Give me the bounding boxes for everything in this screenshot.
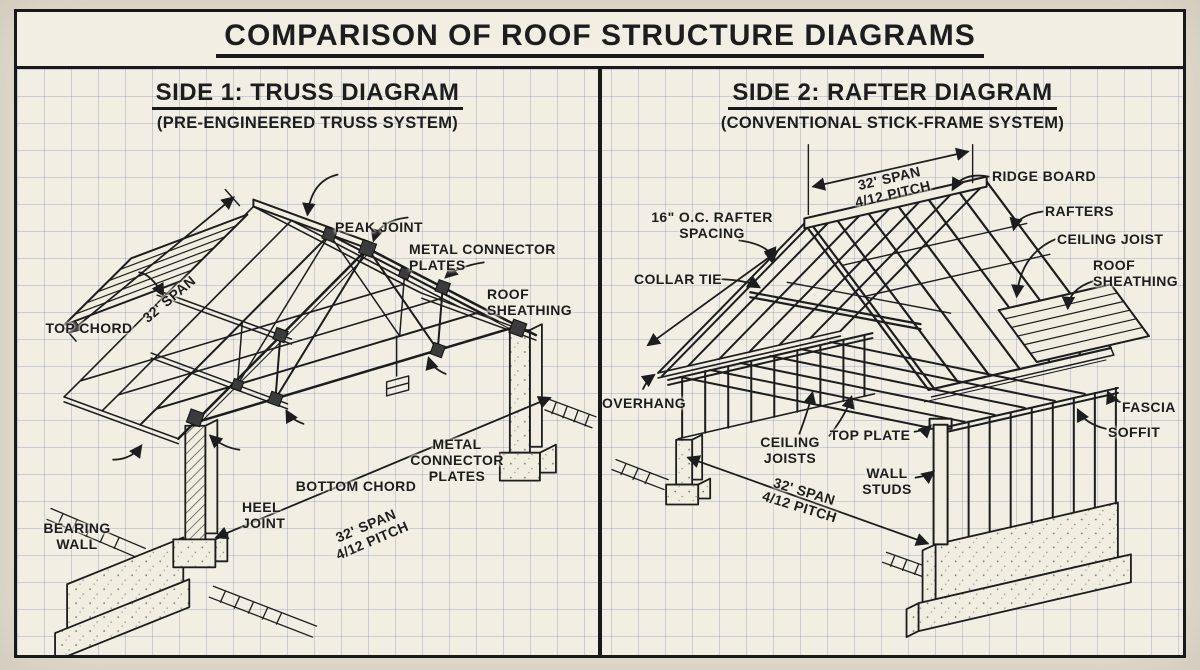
title-band: COMPARISON OF ROOF STRUCTURE DIAGRAMS: [17, 12, 1183, 69]
panel-divider: [598, 69, 602, 655]
leader-arrows: [112, 173, 485, 461]
diagram-frame: COMPARISON OF ROOF STRUCTURE DIAGRAMS SI…: [14, 9, 1186, 658]
right-wall: [928, 386, 1119, 546]
label-overhang: OVERHANG: [602, 394, 687, 411]
rafter-panel-title: SIDE 2: RAFTER DIAGRAM: [728, 81, 1057, 110]
leader-arrows: [640, 174, 1121, 485]
ground-hatch: [611, 459, 930, 578]
right-slope-rafters: [803, 180, 1112, 392]
label-top-plate: TOP PLATE: [829, 426, 911, 443]
truss-panel-subtitle: (PRE-ENGINEERED TRUSS SYSTEM): [156, 114, 459, 132]
label-peak-joint: PEAK JOINT: [334, 218, 424, 235]
dimension-lines: [61, 188, 552, 540]
label-wall-studs: WALL STUDS: [862, 464, 912, 497]
rafter-panel-subtitle: (CONVENTIONAL STICK-FRAME SYSTEM): [720, 114, 1065, 132]
truss-panel-title: SIDE 1: TRUSS DIAGRAM: [151, 81, 464, 110]
content-area: SIDE 1: TRUSS DIAGRAM (PRE-ENGINEERED TR…: [17, 69, 1183, 655]
label-ceiling-joists: CEILING JOISTS: [760, 433, 820, 466]
label-metal-connector-plates-top: METAL CONNECTOR PLATES: [409, 240, 556, 273]
connector-plate-bracket-icon: [385, 335, 410, 397]
label-rafter-spacing: 16" O.C. RAFTER SPACING: [651, 208, 773, 241]
label-roof-sheathing: ROOF SHEATHING: [1093, 256, 1179, 289]
label-top-chord: TOP CHORD: [45, 319, 133, 336]
label-fascia: FASCIA: [1122, 398, 1176, 415]
label-bottom-chord: BOTTOM CHORD: [295, 477, 417, 494]
label-metal-connector-plates-bottom: METAL CONNECTOR PLATES: [410, 435, 504, 485]
metal-connector-plates: [185, 226, 528, 428]
roof-sheathing-panel: [997, 283, 1150, 363]
purlins-and-eaves: [63, 289, 537, 445]
main-title: COMPARISON OF ROOF STRUCTURE DIAGRAMS: [216, 20, 984, 58]
label-rafters: RAFTERS: [1045, 202, 1114, 219]
rafter-panel: SIDE 2: RAFTER DIAGRAM (CONVENTIONAL STI…: [602, 69, 1183, 655]
truss-drawing: [46, 173, 597, 655]
ground-hatch: [46, 398, 597, 638]
label-heel-joint: HEEL JOINT: [242, 498, 286, 531]
label-ceiling-joist: CEILING JOIST: [1057, 230, 1164, 247]
front-truss: [177, 247, 538, 440]
label-ridge-board: RIDGE BOARD: [992, 167, 1096, 184]
fascia-soffit: [924, 346, 1115, 403]
label-collar-tie: COLLAR TIE: [634, 270, 722, 287]
truss-frames: [63, 205, 499, 426]
rafter-drawing: [611, 144, 1150, 638]
rafter-panel-header: SIDE 2: RAFTER DIAGRAM (CONVENTIONAL STI…: [602, 81, 1183, 133]
label-roof-sheathing: ROOF SHEATHING: [487, 285, 573, 318]
label-bearing-wall: BEARING WALL: [43, 519, 111, 552]
dimension-lines: [646, 144, 974, 546]
truss-panel: SIDE 1: TRUSS DIAGRAM (PRE-ENGINEERED TR…: [17, 69, 598, 655]
truss-panel-header: SIDE 1: TRUSS DIAGRAM (PRE-ENGINEERED TR…: [17, 81, 598, 133]
label-soffit: SOFFIT: [1108, 423, 1161, 440]
